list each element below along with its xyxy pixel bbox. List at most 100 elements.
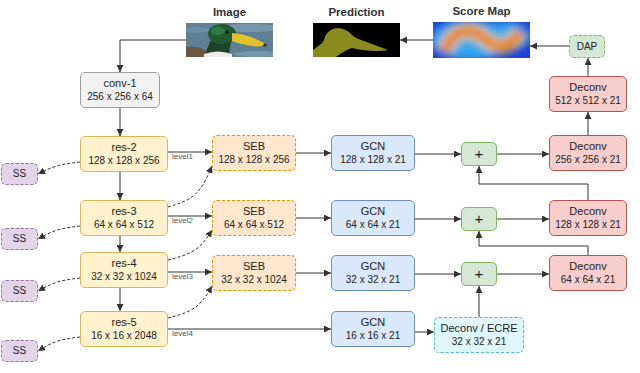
connector [120,108,121,136]
resnet-block: res-364 x 64 x 512 [80,200,168,236]
block-size: 64 x 64 x 21 [346,219,400,231]
gcn-block: GCN128 x 128 x 21 [331,135,415,171]
connector [497,274,549,275]
block-title: Deconv [569,205,606,218]
duck-sheen [211,27,225,35]
connector [120,172,121,200]
label-holder: level3 [171,273,194,282]
image-panel: Score Map [433,22,530,58]
block-title: + [475,265,484,283]
block-size: 128 x 128 x 21 [340,154,406,166]
dashed-connector [38,278,80,291]
score-peak [445,31,520,52]
dashed-connector [168,286,212,318]
block-title: res-5 [111,316,136,329]
level-label: level4 [171,330,194,339]
seb-block: SEB32 x 32 x 1024 [212,255,296,291]
dashed-connector [38,162,80,174]
deconv-block: Deconv64 x 64 x 21 [549,255,627,291]
block-title: SEB [243,260,265,273]
connector [296,153,331,154]
label-holder: level4 [171,330,194,339]
mask-shape [313,28,388,57]
block-title: SS [13,285,26,297]
duck-beak [232,33,266,46]
block-size: 64 x 64 x 512 [224,219,284,231]
block-title: SS [13,168,26,180]
ss-block: SS [1,280,38,302]
connector [120,236,121,252]
image-panel: Image [186,23,273,57]
seb-block: SEB128 x 128 x 256 [212,135,296,171]
block-size: 64 x 64 x 512 [94,219,154,231]
block-size: 128 x 128 x 256 [218,154,289,166]
label-holder: level1 [171,153,194,162]
seb-block: SEB64 x 64 x 512 [212,200,296,236]
block-title: SEB [243,140,265,153]
gcn-block: GCN64 x 64 x 21 [331,200,415,236]
block-title: res-2 [111,141,136,154]
ripple [234,51,273,57]
block-size: 256 x 256 x 64 [87,91,153,103]
dap-block: DAP [569,35,605,58]
connector [415,154,461,155]
connector [588,112,589,135]
block-title: + [475,210,484,228]
connector [400,40,433,41]
deconv-block: Deconv256 x 256 x 21 [549,135,627,171]
resnet-block: res-516 x 16 x 2048 [80,311,168,347]
block-title: SS [13,233,26,245]
conv-block: conv-1256 x 256 x 64 [80,72,160,108]
block-size: 32 x 32 x 21 [452,336,506,348]
block-size: 32 x 32 x 21 [346,274,400,286]
block-size: 512 x 512 x 21 [555,95,621,107]
dashed-connector [168,166,212,207]
block-title: Deconv / ECRE [440,322,517,335]
level-label: level2 [171,217,194,226]
image-panel: Prediction [313,23,400,57]
sum-node: + [461,142,497,166]
block-title: GCN [361,140,385,153]
deconv-block: Deconv512 x 512 x 21 [549,76,627,112]
connector [120,288,121,311]
block-size: 16 x 16 x 2048 [91,330,157,342]
ecre-block: Deconv / ECRE32 x 32 x 21 [434,317,524,353]
block-title: Deconv [569,81,606,94]
prediction-mask [313,23,400,57]
duck-eye [225,30,228,33]
block-size: 16 x 16 x 21 [346,330,400,342]
ss-block: SS [1,340,38,362]
score-map [433,22,530,58]
duck-head [208,24,236,44]
ss-block: SS [1,163,38,185]
gcn-block: GCN16 x 16 x 21 [331,311,415,347]
level-label: level1 [171,153,194,162]
panel-heading: Image [213,6,246,20]
ss-block: SS [1,228,38,250]
block-title: conv-1 [103,77,136,90]
sum-node: + [461,262,497,286]
block-title: SS [13,345,26,357]
connector [296,273,331,274]
ripple [186,27,210,33]
block-title: GCN [361,316,385,329]
block-title: Deconv [569,140,606,153]
beak-tip [263,43,267,47]
duck-photo [186,23,273,57]
duck-collar [204,52,232,58]
block-title: res-3 [111,205,136,218]
label-holder: level2 [171,217,194,226]
panel-heading: Prediction [328,6,384,20]
connector [415,219,461,220]
connector [497,154,549,155]
score-mid [445,31,520,52]
connector [479,286,480,317]
block-size: 32 x 32 x 1024 [91,271,157,283]
connector [497,219,549,220]
deconv-block: Deconv128 x 128 x 21 [549,200,627,236]
sum-node: + [461,207,497,231]
resnet-block: res-432 x 32 x 1024 [80,252,168,288]
dashed-connector [38,337,80,351]
connector [530,46,569,47]
dashed-connector [168,230,212,260]
